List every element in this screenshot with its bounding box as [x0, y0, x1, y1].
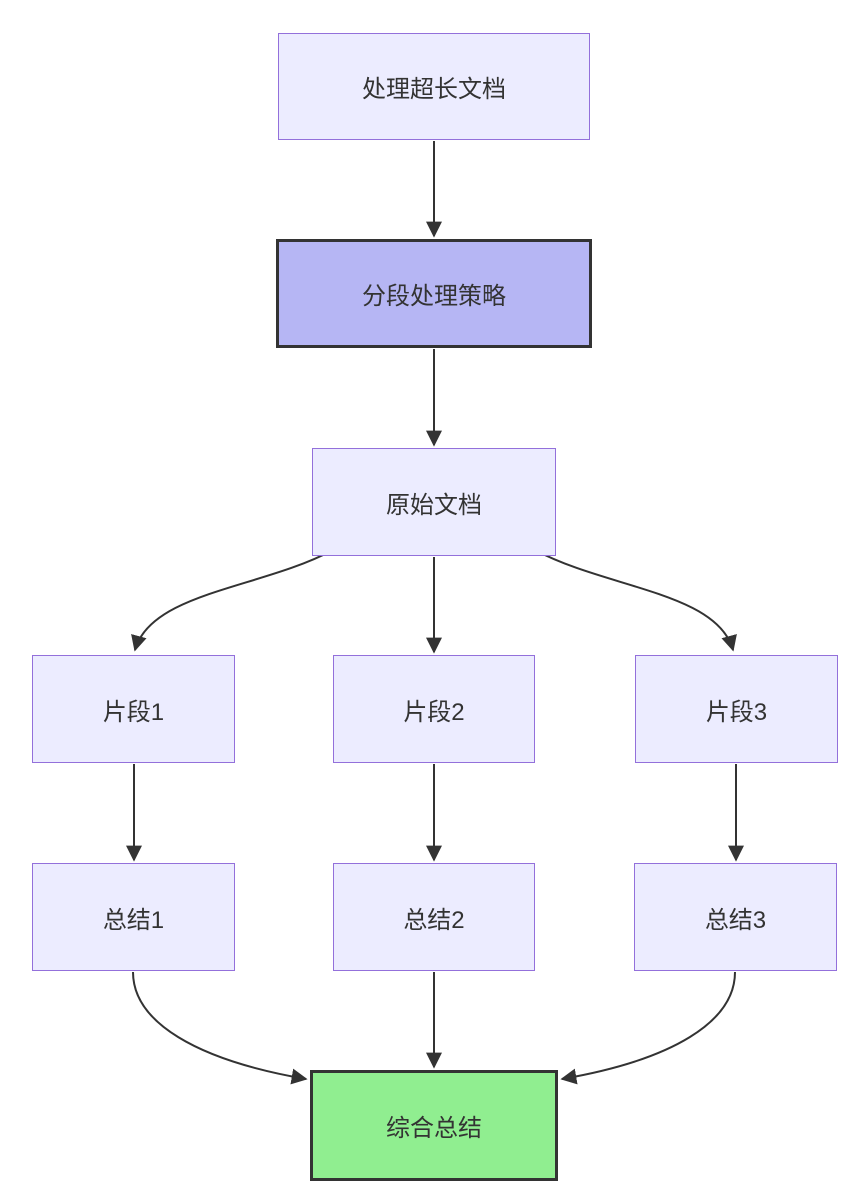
- node-segmentation-strategy: 分段处理策略: [276, 239, 592, 348]
- node-fragment-3: 片段3: [635, 655, 838, 763]
- node-summary-1-label: 总结1: [102, 906, 165, 934]
- edge-c-fragment3: [534, 549, 737, 652]
- node-fragment-3-label: 片段3: [705, 698, 768, 726]
- node-summary-1: 总结1: [32, 863, 235, 971]
- node-final-summary: 综合总结: [310, 1070, 558, 1181]
- node-fragment-1: 片段1: [32, 655, 235, 763]
- node-segmentation-strategy-label: 分段处理策略: [362, 283, 506, 310]
- node-original-document-label: 原始文档: [386, 491, 482, 519]
- node-process-long-document-label: 处理超长文档: [362, 76, 506, 103]
- node-final-summary-label: 综合总结: [386, 1115, 482, 1142]
- node-fragment-2-label: 片段2: [403, 698, 465, 726]
- edge-summary3-final: [560, 971, 736, 1085]
- node-original-document: 原始文档: [312, 448, 556, 556]
- node-summary-2: 总结2: [333, 863, 535, 971]
- node-fragment-2: 片段2: [333, 655, 535, 763]
- node-fragment-1-label: 片段1: [102, 698, 165, 726]
- node-summary-3-label: 总结3: [704, 906, 767, 934]
- edge-summary1-final: [132, 971, 308, 1085]
- node-process-long-document: 处理超长文档: [278, 33, 590, 140]
- node-summary-3: 总结3: [634, 863, 837, 971]
- edge-c-fragment1: [131, 549, 334, 652]
- node-summary-2-label: 总结2: [403, 906, 465, 934]
